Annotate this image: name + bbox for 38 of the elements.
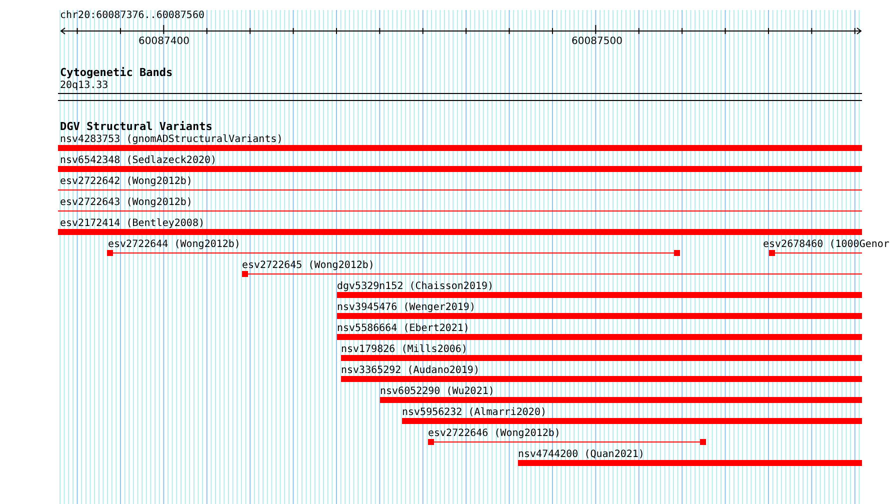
track-title: Cytogenetic Bands xyxy=(60,67,173,79)
variant-label: esv2722646 (Wong2012b) xyxy=(428,428,560,440)
variant-label: esv2722642 (Wong2012b) xyxy=(60,176,192,188)
variant-feature xyxy=(337,281,862,301)
variant-feature xyxy=(58,155,862,175)
variant-feature xyxy=(428,428,706,448)
variant-feature xyxy=(58,134,862,154)
variant-feature xyxy=(337,323,862,343)
tick-label: 60087500 xyxy=(572,36,622,48)
variant-feature xyxy=(763,239,890,259)
variant-label: nsv3365292 (Audano2019) xyxy=(341,365,480,377)
location-label: chr20:60087376..60087560 xyxy=(60,10,204,22)
variant-label: esv2722645 (Wong2012b) xyxy=(242,260,374,272)
variant-label: nsv5956232 (Almarri2020) xyxy=(402,407,546,419)
variant-label: nsv4283753 (gnomADStructuralVariants) xyxy=(60,134,283,146)
variant-feature xyxy=(402,407,862,427)
tick-label: 60087400 xyxy=(138,36,190,48)
variant-label: nsv6052290 (Wu2021) xyxy=(380,386,494,398)
variant-label: esv2678460 (1000Genor xyxy=(763,239,890,251)
band-label: 20q13.33 xyxy=(60,80,108,92)
variant-label: nsv4744200 (Quan2021) xyxy=(518,449,644,461)
variant-feature xyxy=(518,449,862,469)
variant-label: dgv5329n152 (Chaisson2019) xyxy=(337,281,494,293)
variant-label: nsv179826 (Mills2006) xyxy=(341,344,468,356)
variant-label: nsv6542348 (Sedlazeck2020) xyxy=(60,155,217,167)
variant-label: nsv3945476 (Wenger2019) xyxy=(337,302,476,314)
variant-label: esv2172414 (Bentley2008) xyxy=(60,218,204,230)
variant-feature xyxy=(341,344,862,364)
variant-feature xyxy=(337,302,862,322)
variant-feature xyxy=(380,386,862,406)
variant-label: nsv5586664 (Ebert2021) xyxy=(337,323,470,335)
variant-feature xyxy=(58,218,862,238)
variant-feature xyxy=(341,365,862,385)
variant-feature xyxy=(242,260,862,280)
variant-label: esv2722643 (Wong2012b) xyxy=(60,197,192,209)
variant-feature xyxy=(107,239,680,259)
track-title: DGV Structural Variants xyxy=(60,121,212,133)
variant-label: esv2722644 (Wong2012b) xyxy=(108,239,240,251)
